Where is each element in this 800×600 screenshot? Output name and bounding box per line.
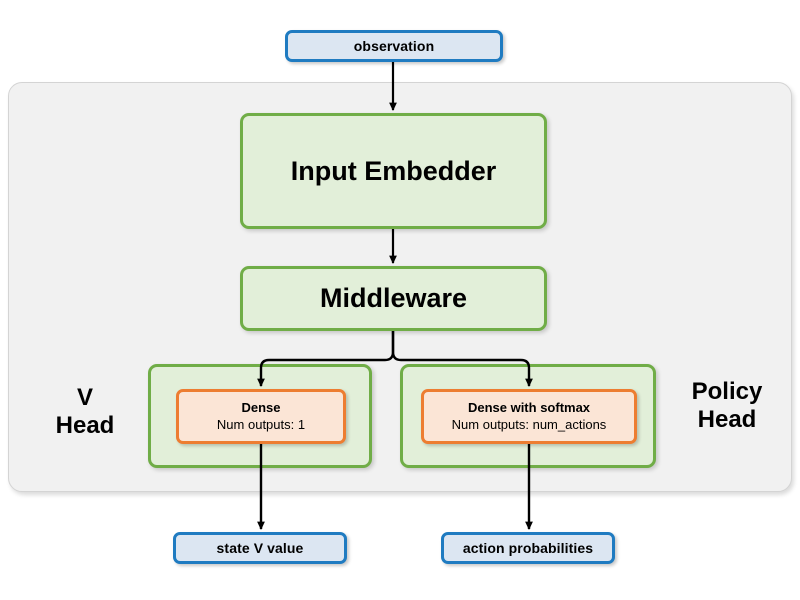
dense-node: Dense Num outputs: 1 (176, 389, 346, 444)
input-embedder-node: Input Embedder (240, 113, 547, 229)
policy-head-label: Policy Head (664, 378, 790, 434)
middleware-label: Middleware (319, 283, 468, 313)
dense-subtitle: Num outputs: 1 (216, 416, 306, 432)
dense-with-softmax-subtitle: Num outputs: num_actions (451, 416, 607, 432)
state-v-value-label: state V value (216, 540, 304, 556)
policy-head-label-line1: Policy (691, 378, 763, 405)
dense-title: Dense (241, 399, 281, 415)
action-probabilities-node: action probabilities (441, 532, 615, 564)
action-probabilities-label: action probabilities (462, 540, 594, 556)
observation-label: observation (353, 38, 435, 54)
v-head-label-line1: V (76, 384, 93, 411)
v-head-label: V Head (30, 384, 140, 440)
v-head-label-line2: Head (55, 411, 115, 439)
state-v-value-node: state V value (173, 532, 347, 564)
input-embedder-label: Input Embedder (290, 155, 497, 186)
observation-node: observation (285, 30, 503, 62)
dense-with-softmax-node: Dense with softmax Num outputs: num_acti… (421, 389, 637, 444)
middleware-node: Middleware (240, 266, 547, 331)
policy-head-label-line2: Head (697, 405, 757, 433)
dense-with-softmax-title: Dense with softmax (467, 399, 591, 415)
